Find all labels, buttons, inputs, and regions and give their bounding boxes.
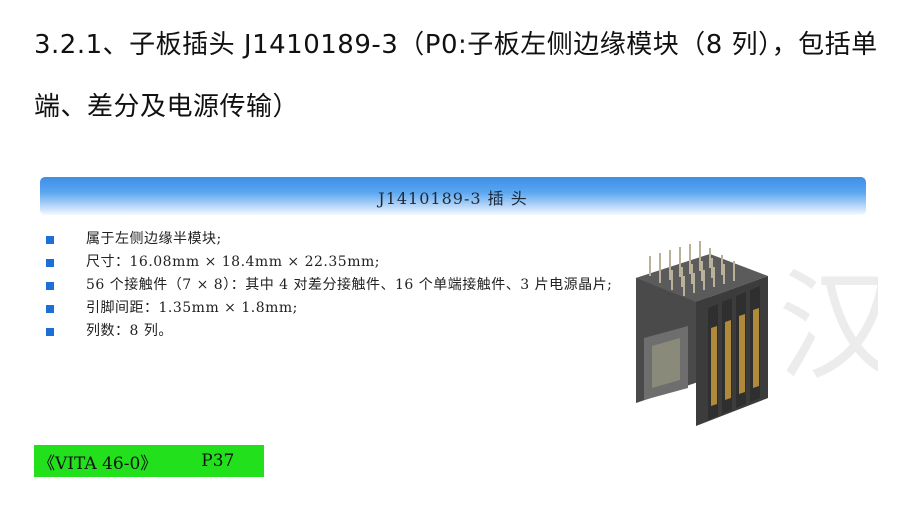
svg-text:汉: 汉 — [778, 258, 878, 397]
list-item: 引脚间距：1.35mm × 1.8mm; — [44, 297, 614, 320]
section-heading: 3.2.1、子板插头 J1410189-3（P0:子板左侧边缘模块（8 列），包… — [34, 30, 878, 122]
bullet-square-icon — [46, 328, 54, 336]
bullet-square-icon — [46, 236, 54, 244]
list-item: 属于左侧边缘半模块; — [44, 228, 614, 251]
spec-text: 56 个接触件（7 × 8）：其中 4 对差分接触件、16 个单端接触件、3 片… — [86, 277, 613, 293]
spec-text: 引脚间距：1.35mm × 1.8mm; — [86, 300, 298, 316]
reference-label: 《VITA 46-0》 P37 — [34, 445, 264, 477]
spec-text: 属于左侧边缘半模块; — [86, 231, 222, 247]
spec-list: 属于左侧边缘半模块; 尺寸：16.08mm × 18.4mm × 22.35mm… — [44, 228, 614, 343]
spec-text: 尺寸：16.08mm × 18.4mm × 22.35mm; — [86, 254, 380, 270]
banner-title: J1410189-3 插 头 — [378, 189, 528, 208]
list-item: 尺寸：16.08mm × 18.4mm × 22.35mm; — [44, 251, 614, 274]
list-item: 56 个接触件（7 × 8）：其中 4 对差分接触件、16 个单端接触件、3 片… — [44, 274, 614, 297]
connector-product-image: 汉 — [636, 241, 878, 426]
reference-page: P37 — [201, 451, 235, 471]
bullet-square-icon — [46, 259, 54, 267]
bullet-square-icon — [46, 305, 54, 313]
spec-text: 列数：8 列。 — [86, 323, 173, 339]
bullet-square-icon — [46, 282, 54, 290]
reference-book: 《VITA 46-0》 — [38, 453, 158, 474]
connector-title-banner: J1410189-3 插 头 — [40, 177, 866, 215]
list-item: 列数：8 列。 — [44, 320, 614, 343]
